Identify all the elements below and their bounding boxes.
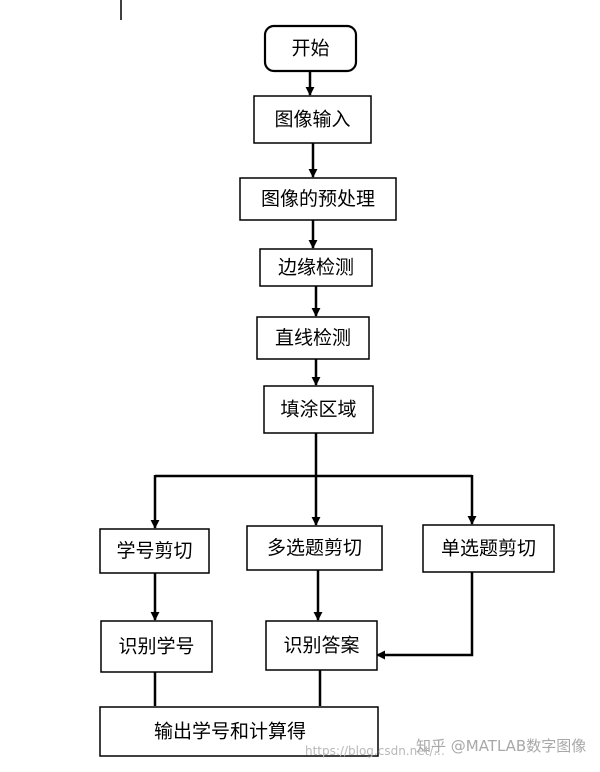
edge-cut-single-recog-ans <box>376 572 474 660</box>
node-cut-id: 学号剪切 <box>99 528 210 574</box>
node-recog-id-label: 识别学号 <box>118 636 194 658</box>
node-recog-ans: 识别答案 <box>265 620 378 671</box>
node-fill-label: 填涂区域 <box>280 399 356 421</box>
node-cut-single-label: 单选题剪切 <box>441 538 536 560</box>
node-cut-id-label: 学号剪切 <box>116 540 192 562</box>
watermark-url: https://blog.csdn.net/... <box>305 744 445 758</box>
node-cut-multi: 多选题剪切 <box>246 525 383 571</box>
node-line-label: 直线检测 <box>275 327 351 349</box>
node-start: 开始 <box>263 24 358 73</box>
node-preprocess-label: 图像的预处理 <box>261 188 375 210</box>
node-line: 直线检测 <box>256 316 370 360</box>
edges <box>150 71 477 706</box>
node-cut-single: 单选题剪切 <box>422 524 555 573</box>
node-recog-ans-label: 识别答案 <box>283 635 359 657</box>
node-edge-label: 边缘检测 <box>278 257 354 279</box>
node-input-label: 图像输入 <box>274 109 350 131</box>
node-cut-multi-label: 多选题剪切 <box>267 537 362 559</box>
watermark-brand: 知乎 @MATLAB数字图像 <box>416 737 586 755</box>
node-preprocess: 图像的预处理 <box>239 177 397 221</box>
node-edge: 边缘检测 <box>259 248 373 287</box>
node-input: 图像输入 <box>253 95 372 144</box>
node-recog-id: 识别学号 <box>100 620 213 673</box>
node-output-label: 输出学号和计算得 <box>154 721 306 743</box>
node-output: 输出学号和计算得 <box>99 706 379 757</box>
node-start-label: 开始 <box>291 38 329 60</box>
node-fill: 填涂区域 <box>263 385 374 434</box>
